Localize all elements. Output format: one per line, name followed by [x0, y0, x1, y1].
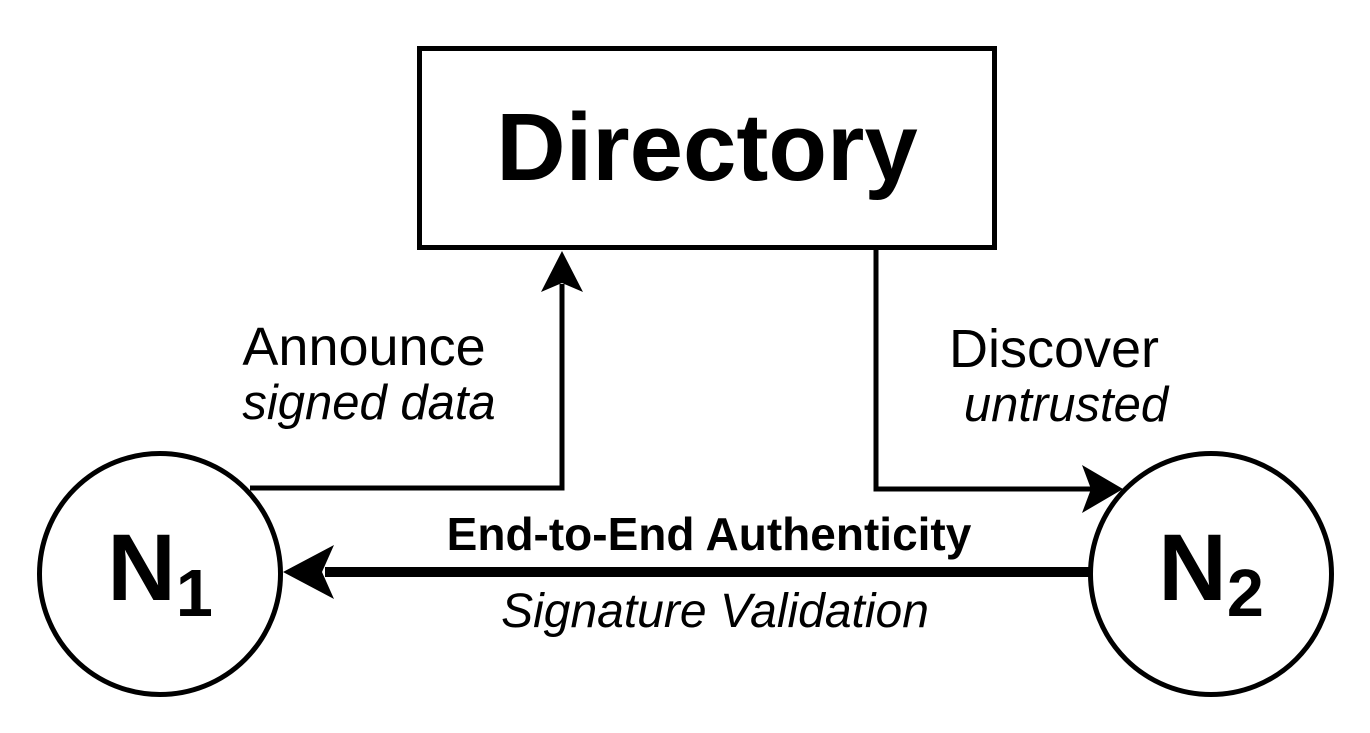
announce-sublabel: signed data [242, 376, 496, 430]
discover-label: Discover [948, 319, 1160, 379]
node-n1: N1 [37, 451, 283, 697]
directory-node: Directory [417, 46, 997, 250]
announce-arrow [250, 251, 583, 491]
node-n2-label: N2 [1158, 520, 1264, 627]
node-n1-label-main: N [107, 514, 176, 621]
discover-arrow-line [873, 250, 1091, 492]
authenticity-arrowhead-icon [283, 545, 334, 599]
node-n2-label-sub: 2 [1226, 556, 1264, 631]
node-n2-label-main: N [1158, 514, 1227, 621]
discover-sublabel: untrusted [963, 378, 1169, 432]
node-n1-label-sub: 1 [175, 556, 213, 631]
node-n1-label: N1 [107, 520, 213, 627]
announce-arrow-line [250, 284, 565, 491]
node-n2: N2 [1088, 451, 1334, 697]
authenticity-arrow [283, 545, 1089, 599]
authenticity-sublabel: Signature Validation [501, 585, 929, 638]
announce-label: Announce [242, 317, 486, 377]
authenticity-label: End-to-End Authenticity [446, 508, 972, 560]
announce-arrowhead-icon [541, 251, 583, 292]
discover-arrowhead-icon [1082, 465, 1123, 513]
directory-node-label: Directory [496, 94, 918, 201]
discover-arrow [873, 250, 1123, 513]
